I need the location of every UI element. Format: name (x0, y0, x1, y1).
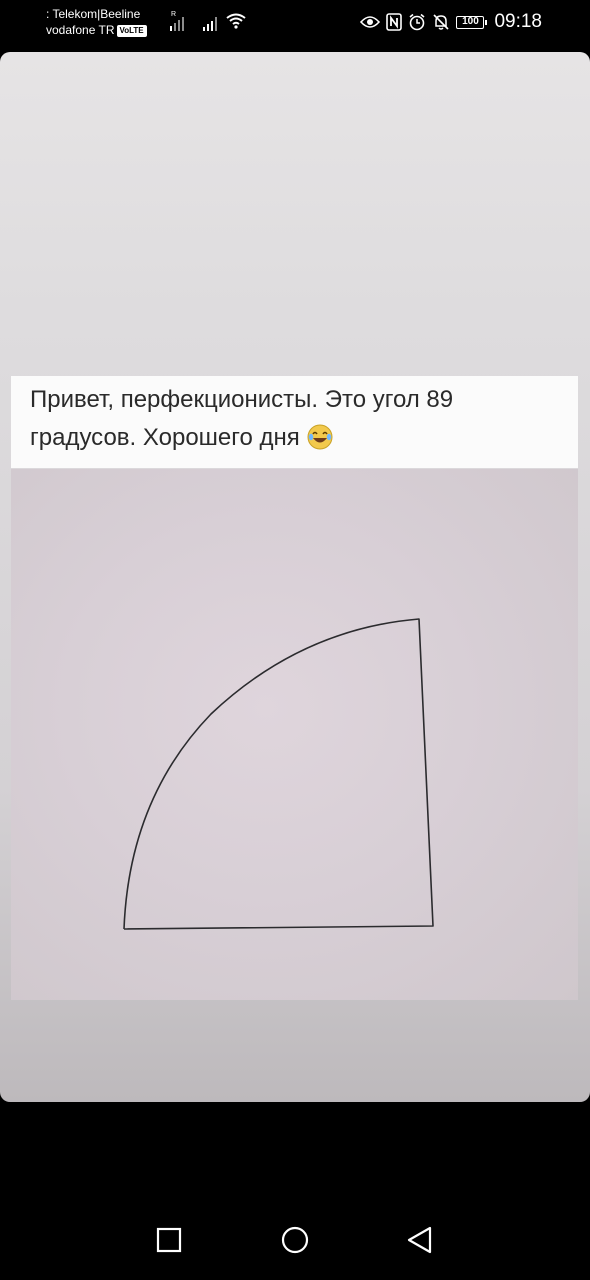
signal-2-icon (203, 13, 219, 31)
wifi-icon (226, 13, 246, 29)
alarm-icon (409, 13, 425, 31)
post-photo (11, 469, 578, 1000)
caption-banner: Привет, перфекционисты. Это угол 89 град… (11, 376, 578, 468)
status-icons: 100 09:18 (360, 10, 542, 34)
battery-icon: 100 (456, 15, 488, 29)
bell-off-icon (433, 14, 450, 30)
caption-text: Привет, перфекционисты. Это угол 89 град… (30, 386, 454, 451)
face-with-tears-of-joy-icon (307, 424, 333, 450)
carrier-line-1: : Telekom|Beeline (46, 7, 141, 21)
home-icon[interactable] (275, 1220, 315, 1260)
story-card[interactable]: Привет, перфекционисты. Это угол 89 град… (0, 52, 590, 1102)
caption-text-block: Привет, перфекционисты. Это угол 89 град… (30, 381, 560, 457)
roaming-indicator: R (171, 11, 177, 18)
quarter-circle-drawing (123, 618, 434, 930)
status-time: 09:18 (494, 11, 542, 32)
nfc-icon (386, 13, 403, 31)
carrier-line-2-text: vodafone TR (46, 23, 115, 37)
signal-1-icon: R (170, 11, 186, 31)
volte-badge: VoLTE (116, 25, 147, 37)
back-icon[interactable] (400, 1220, 440, 1260)
battery-level: 100 (462, 15, 479, 27)
recent-apps-icon[interactable] (149, 1220, 189, 1260)
navigation-bar (0, 1200, 590, 1280)
eye-icon (360, 16, 381, 28)
